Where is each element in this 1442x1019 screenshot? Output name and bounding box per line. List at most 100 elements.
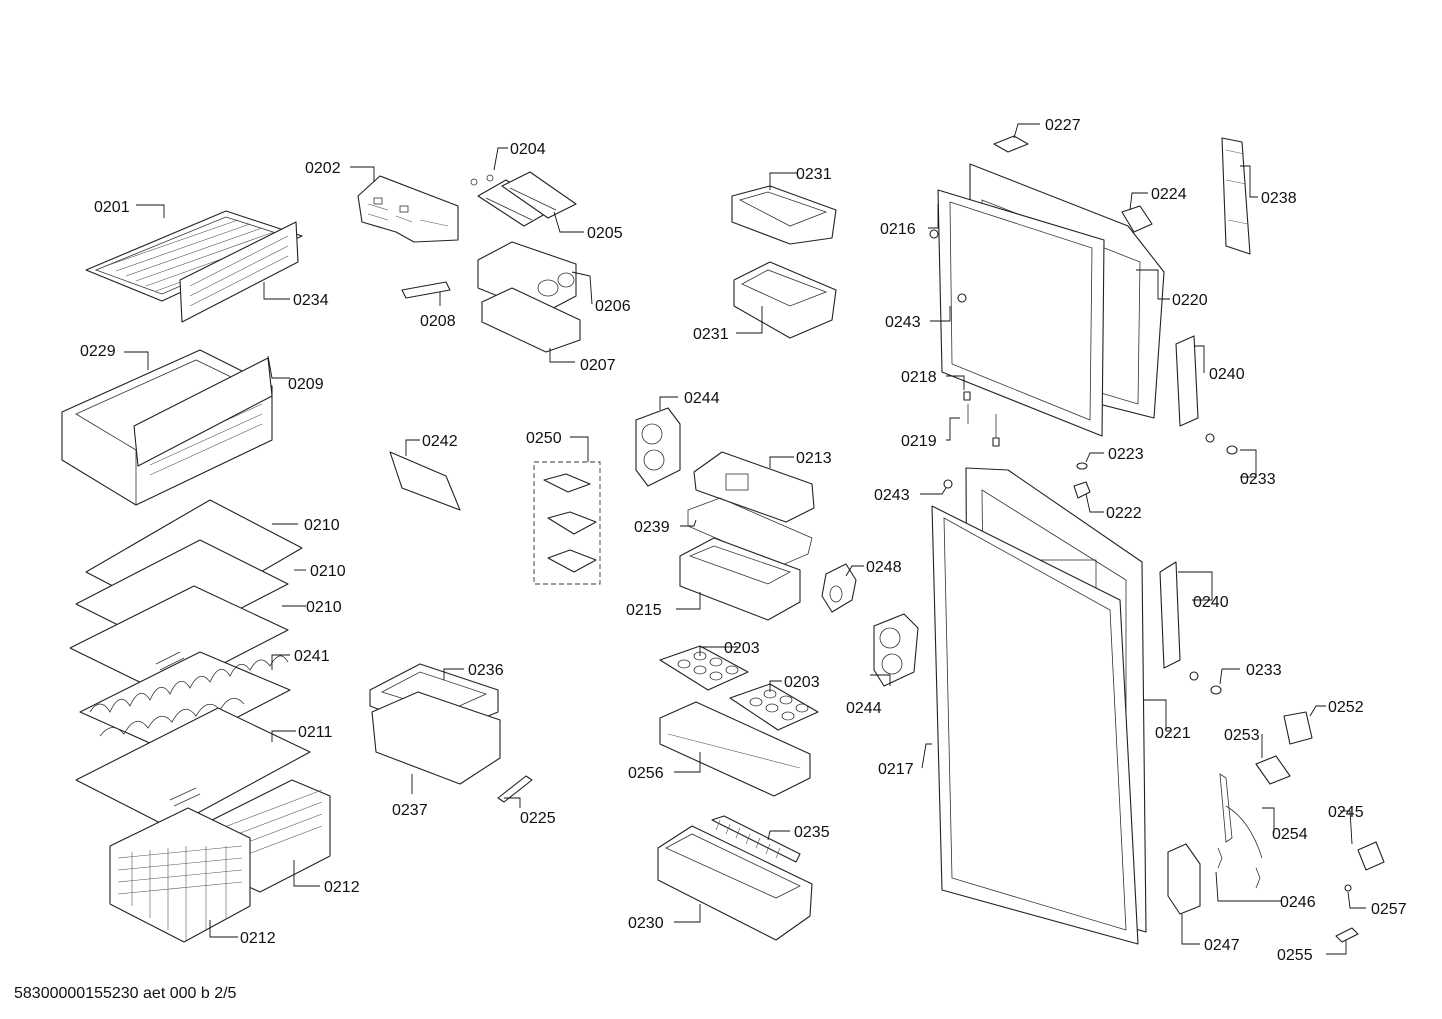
label-0244-upper: 0244 bbox=[684, 390, 720, 407]
clip-0225 bbox=[497, 775, 533, 803]
egg-tray-0203-right bbox=[729, 683, 819, 731]
label-0206: 0206 bbox=[595, 298, 631, 315]
label-0238: 0238 bbox=[1261, 190, 1297, 207]
hinge-0240-upper bbox=[1175, 335, 1199, 427]
label-0243-lower: 0243 bbox=[874, 487, 910, 504]
label-0209: 0209 bbox=[288, 376, 324, 393]
cover-0227 bbox=[993, 135, 1029, 153]
control-panel-0244-lower bbox=[873, 613, 919, 687]
dispenser-cover-0213 bbox=[693, 451, 815, 523]
screw-0233-upper bbox=[1205, 433, 1238, 455]
label-0212-front: 0212 bbox=[240, 930, 276, 947]
label-0215: 0215 bbox=[626, 602, 662, 619]
fridge-gasket-0217 bbox=[931, 505, 1139, 945]
label-0240-lower: 0240 bbox=[1193, 594, 1229, 611]
bolt-0218-0219 bbox=[963, 391, 1000, 447]
label-0233-lower: 0233 bbox=[1246, 662, 1282, 679]
label-0229: 0229 bbox=[80, 343, 116, 360]
label-0223: 0223 bbox=[1108, 446, 1144, 463]
label-0203-right: 0203 bbox=[784, 674, 820, 691]
label-0202: 0202 bbox=[305, 160, 341, 177]
label-0245: 0245 bbox=[1328, 804, 1364, 821]
bracket-0254 bbox=[1219, 773, 1263, 859]
crisper-divider-0209 bbox=[133, 357, 273, 467]
switch-box-0247 bbox=[1167, 843, 1201, 915]
label-0252 bbox=[1283, 711, 1313, 745]
door-bin-0215 bbox=[679, 537, 801, 621]
label-0227: 0227 bbox=[1045, 117, 1081, 134]
bottle-rack-0241 bbox=[79, 651, 291, 753]
glass-shelf-0210-bottom bbox=[69, 585, 289, 695]
door-shelf-0231-upper bbox=[731, 185, 837, 245]
label-0242: 0242 bbox=[422, 433, 458, 450]
screw-0243-lower bbox=[943, 479, 953, 489]
seal-strip-0208 bbox=[401, 281, 451, 299]
label-0219: 0219 bbox=[901, 433, 937, 450]
label-0240-upper: 0240 bbox=[1209, 366, 1245, 383]
label-0248: 0248 bbox=[866, 559, 902, 576]
leader-lines bbox=[124, 123, 1366, 955]
foot-0255 bbox=[1335, 927, 1359, 943]
label-0224: 0224 bbox=[1151, 186, 1187, 203]
label-0241: 0241 bbox=[294, 648, 330, 665]
label-0205: 0205 bbox=[587, 225, 623, 242]
label-0213: 0213 bbox=[796, 450, 832, 467]
label-0246: 0246 bbox=[1280, 894, 1316, 911]
screw-0233-lower bbox=[1189, 671, 1222, 695]
label-0230: 0230 bbox=[628, 915, 664, 932]
door-shelf-0231-lower bbox=[733, 261, 837, 339]
label-0239: 0239 bbox=[634, 519, 670, 536]
label-0210-middle: 0210 bbox=[310, 563, 346, 580]
cover-0242 bbox=[389, 451, 461, 511]
label-0210-top: 0210 bbox=[304, 517, 340, 534]
control-panel-0244-upper bbox=[635, 407, 681, 487]
egg-tray-0203-left bbox=[659, 645, 749, 691]
label-0222: 0222 bbox=[1106, 505, 1142, 522]
shelf-front-0234 bbox=[179, 221, 299, 323]
switch-0253 bbox=[1255, 755, 1291, 785]
hinge-pin-0245 bbox=[1357, 841, 1385, 871]
label-0218: 0218 bbox=[901, 369, 937, 386]
drawing-reference: 58300000155230 aet 000 b 2/5 bbox=[14, 985, 237, 1002]
label-0255: 0255 bbox=[1277, 947, 1313, 964]
ice-bin-0207 bbox=[481, 287, 581, 353]
freezer-gasket-0216 bbox=[937, 189, 1105, 437]
door-bin-0230 bbox=[657, 825, 813, 941]
fruit-bin-0237 bbox=[371, 691, 501, 785]
label-0231-lower: 0231 bbox=[693, 326, 729, 343]
label-0235: 0235 bbox=[794, 824, 830, 841]
label-0216: 0216 bbox=[880, 221, 916, 238]
label-0201: 0201 bbox=[94, 199, 130, 216]
spring-0246 bbox=[1217, 847, 1261, 889]
screw-0257 bbox=[1344, 884, 1352, 892]
vegetable-drawer-0212-front bbox=[109, 807, 251, 943]
label-0225: 0225 bbox=[520, 810, 556, 827]
label-0257: 0257 bbox=[1371, 901, 1407, 918]
dairy-cage-0202 bbox=[357, 175, 459, 243]
label-0244-lower: 0244 bbox=[846, 700, 882, 717]
label-0217: 0217 bbox=[878, 761, 914, 778]
part-labels: 0201 0202 0204 0205 0206 0207 0208 0234 … bbox=[80, 117, 1407, 964]
label-0253: 0253 bbox=[1224, 727, 1260, 744]
glass-shelf-0211 bbox=[75, 707, 311, 829]
label-0236: 0236 bbox=[468, 662, 504, 679]
label-0252: 0252 bbox=[1328, 699, 1364, 716]
label-0210-bottom: 0210 bbox=[306, 599, 342, 616]
panel-0238 bbox=[1221, 137, 1251, 255]
label-0208: 0208 bbox=[420, 313, 456, 330]
label-0237: 0237 bbox=[392, 802, 428, 819]
label-0203-left: 0203 bbox=[724, 640, 760, 657]
hinge-0240-lower bbox=[1159, 561, 1181, 669]
label-0212-rear: 0212 bbox=[324, 879, 360, 896]
label-0254: 0254 bbox=[1272, 826, 1308, 843]
label-0250: 0250 bbox=[526, 430, 562, 447]
label-0211: 0211 bbox=[298, 724, 333, 741]
parts-bag-0250 bbox=[533, 461, 601, 585]
knob-0248 bbox=[821, 563, 857, 613]
label-0256: 0256 bbox=[628, 765, 664, 782]
bottle-retainer-0235 bbox=[711, 815, 801, 863]
label-0204: 0204 bbox=[510, 141, 546, 158]
label-0207: 0207 bbox=[580, 357, 616, 374]
label-0221: 0221 bbox=[1155, 725, 1191, 742]
door-bin-0256 bbox=[659, 701, 811, 797]
